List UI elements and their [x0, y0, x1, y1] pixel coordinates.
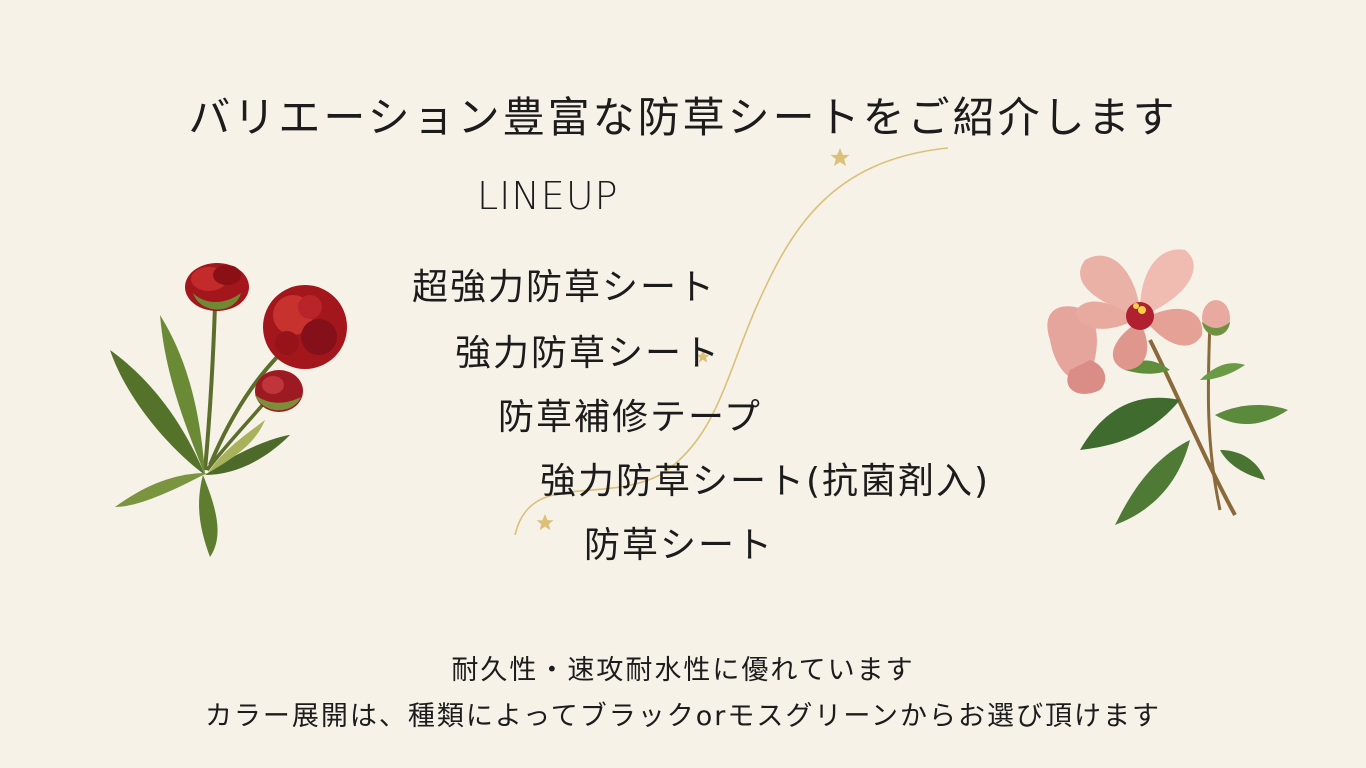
- lineup-heading: LINEUP: [477, 174, 619, 218]
- feature-text: 耐久性・速攻耐水性に優れています: [451, 655, 915, 686]
- star-icon: [696, 350, 710, 363]
- page-title: バリエーション豊富な防草シートをご紹介します: [188, 93, 1178, 142]
- product-item-super-strong-weed-sheet: 超強力防草シート: [412, 267, 717, 308]
- product-item-repair-tape: 防草補修テープ: [498, 397, 762, 438]
- curved-gold-line: [514, 147, 949, 536]
- star-icon: [536, 514, 554, 531]
- pink-hibiscus-illustration: [1047, 249, 1288, 525]
- product-item-strong-weed-sheet: 強力防草シート: [455, 333, 722, 374]
- product-item-weed-sheet: 防草シート: [584, 525, 775, 566]
- color-options-text: カラー展開は、種類によってブラックorモスグリーンからお選び頂けます: [204, 701, 1162, 732]
- product-item-antibacterial-weed-sheet: 強力防草シート(抗菌剤入): [540, 461, 991, 502]
- star-icon: [830, 148, 850, 167]
- red-carnation-illustration: [110, 263, 347, 557]
